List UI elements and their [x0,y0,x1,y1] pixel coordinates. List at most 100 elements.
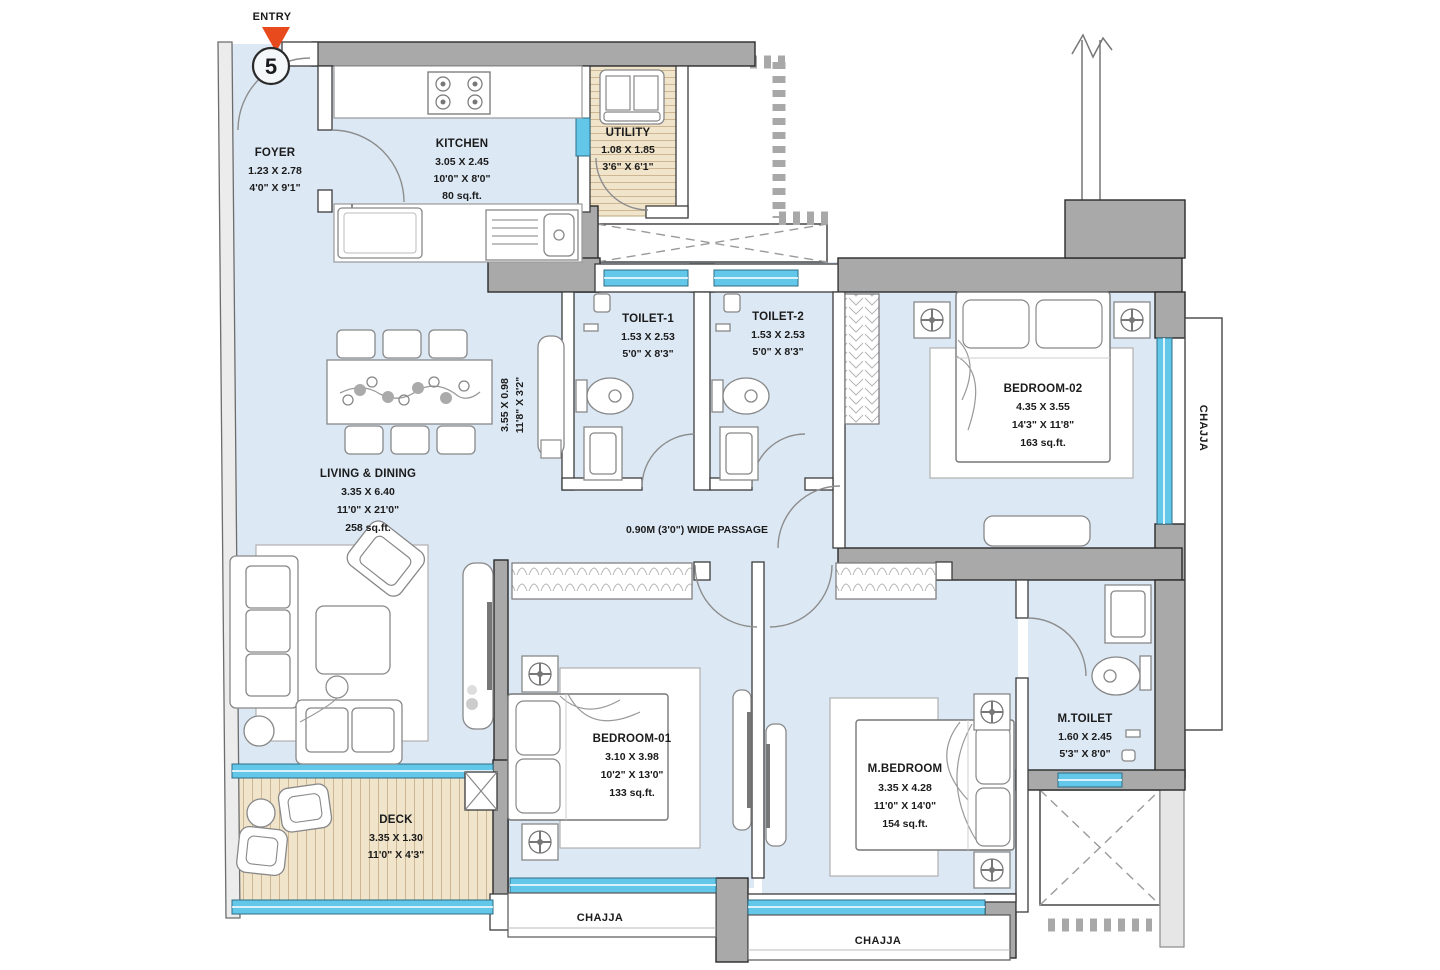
svg-text:LIVING & DINING: LIVING & DINING [320,468,416,480]
side-lamp-icon [325,675,349,699]
wall-kitchen-left-upper [317,65,333,131]
utility-door-arc [595,157,649,211]
wc-tank [1139,655,1152,691]
svg-text:TOILET-1: TOILET-1 [622,313,674,325]
wall-pier-b2-right-top [1154,291,1186,339]
room-labels: FOYER 1.23 X 2.78 4'0" X 9'1" KITCHEN 3.… [248,127,1112,861]
wc-tank [711,379,724,413]
tv-screen [487,602,492,690]
svg-text:10'0" X 8'0": 10'0" X 8'0" [434,173,491,185]
dining-chair [344,425,384,455]
svg-text:11'0" X 14'0": 11'0" X 14'0" [874,800,936,812]
svg-text:3.35 X 1.30: 3.35 X 1.30 [369,832,423,844]
wall-toilet-divider [693,291,711,491]
pillow [515,758,561,814]
svg-text:154 sq.ft.: 154 sq.ft. [882,818,928,830]
ceiling-fan-icon [973,851,1011,889]
bedroom2-door-arc [777,485,841,549]
tap-icon [715,323,731,332]
svg-text:11'0" X 4'3": 11'0" X 4'3" [368,849,424,861]
deck-chair [236,825,288,877]
svg-text:4'0" X 9'1": 4'0" X 9'1" [249,182,300,194]
tv-unit-living [462,562,494,730]
wall-utility-bottom [645,205,689,219]
window-utility [575,117,591,157]
chajja-right: CHAJJA [1184,317,1223,731]
svg-text:3.35 X 6.40: 3.35 X 6.40 [341,486,395,498]
svg-text:M.TOILET: M.TOILET [1057,713,1112,725]
wc-tank [575,379,588,413]
blanket-fold [946,721,977,841]
bedroom2-furniture [844,291,1151,547]
label-bedroom2: BEDROOM-02 4.35 X 3.55 14'3" X 11'8" 163… [1004,383,1083,449]
ceiling-fan-icon [913,301,951,339]
sofa-three-seat [229,555,299,709]
svg-text:1.53 X 2.53: 1.53 X 2.53 [621,331,675,343]
dining-chair [336,329,376,359]
tv-screen [766,744,770,828]
pillow [962,299,1030,349]
entry-label: ENTRY [253,11,292,23]
shower-icon [723,293,741,313]
wall-mtoilet-left-upper [1015,579,1029,619]
svg-text:M.BEDROOM: M.BEDROOM [868,763,943,775]
deck-table [246,798,276,828]
svg-text:14'3" X 11'8": 14'3" X 11'8" [1012,419,1074,431]
svg-text:3'6" X 6'1": 3'6" X 6'1" [602,161,653,173]
wall-mtoilet-left-lower [1015,677,1029,913]
wall-band-bedroom2-top [837,257,1183,293]
entry-marker: ENTRY 5 [251,11,292,86]
svg-text:3.55 X 0.98: 3.55 X 0.98 [499,378,511,432]
sofa-two-seat [295,699,403,765]
svg-text:163 sq.ft.: 163 sq.ft. [1020,437,1066,449]
wall-l-top-right [1064,199,1186,259]
wall-pier-b1-door [693,561,711,581]
svg-text:KITCHEN: KITCHEN [436,138,489,150]
chajja-bottom-2: CHAJJA [747,914,1011,961]
toilet2-fixtures [711,293,770,481]
wall-kitchen-left-stub [317,189,333,213]
armchair [346,520,426,597]
svg-text:UTILITY: UTILITY [606,127,651,139]
label-toilet1: TOILET-1 1.53 X 2.53 5'0" X 8'3" [621,313,675,360]
ceiling-fan-icon [1113,301,1151,339]
ceiling-fan-icon [521,655,559,693]
cabinet-base [540,439,562,459]
toilet1-fixtures [575,293,634,481]
dining-chair [390,425,430,455]
label-utility: UTILITY 1.08 X 1.85 3'6" X 6'1" [601,127,655,173]
svg-text:1.53 X 2.53: 1.53 X 2.53 [751,329,805,341]
svg-text:3.35 X 4.28: 3.35 X 4.28 [878,782,932,794]
chajja-bottom-1: CHAJJA [507,892,717,938]
label-deck: DECK 3.35 X 1.30 11'0" X 4'3" [368,814,424,861]
svg-text:10'2" X 13'0": 10'2" X 13'0" [601,769,664,781]
label-living-dining: LIVING & DINING 3.35 X 6.40 11'0" X 21'0… [320,468,416,534]
wall-top [311,41,756,67]
tap-icon [1125,729,1141,738]
svg-text:1.08 X 1.85: 1.08 X 1.85 [601,144,655,156]
svg-text:TOILET-2: TOILET-2 [752,311,804,323]
entry-arrow-icon [262,27,290,52]
bedroom1-furniture [507,562,752,861]
svg-text:5'3" X 8'0": 5'3" X 8'0" [1059,748,1110,760]
wall-bedroom2-left [832,291,846,549]
svg-text:4.35 X 3.55: 4.35 X 3.55 [1016,401,1070,413]
blanket-fold [955,339,977,431]
kitchen-door-arc [331,129,405,203]
chajja-bottom-2-label: CHAJJA [855,935,901,947]
label-foyer: FOYER 1.23 X 2.78 4'0" X 9'1" [248,147,302,194]
blanket-fold [559,693,641,722]
svg-text:0.90M (3'0") WIDE PASSAGE: 0.90M (3'0") WIDE PASSAGE [626,524,768,536]
dining-set [326,329,493,455]
living-dining-furniture [229,329,565,765]
svg-text:BEDROOM-02: BEDROOM-02 [1004,383,1083,395]
label-toilet2: TOILET-2 1.53 X 2.53 5'0" X 8'3" [751,311,805,358]
deck-furniture [236,771,498,877]
bedroom1-door-arc [694,564,758,628]
wall-mtoilet-right [1154,579,1186,779]
wall-utility-right [675,65,689,217]
dining-chair [428,329,468,359]
svg-text:3.05 X 2.45: 3.05 X 2.45 [435,156,489,168]
kitchen-fixtures [333,65,583,263]
